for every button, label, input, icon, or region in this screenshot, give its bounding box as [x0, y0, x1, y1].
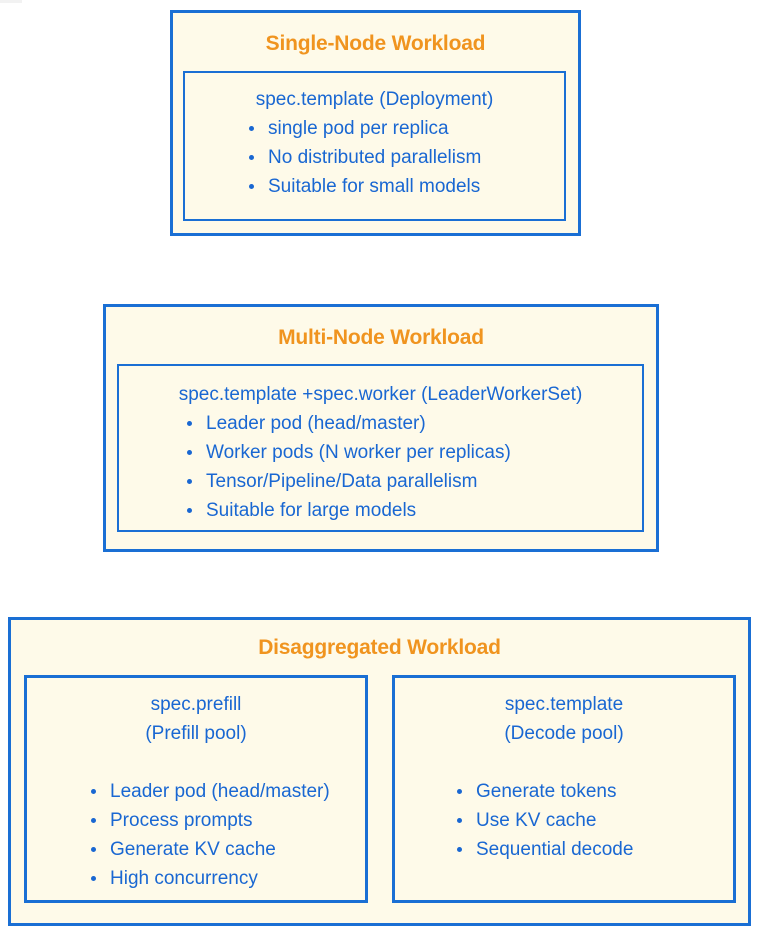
multi-node-workload-title: Multi-Node Workload	[278, 326, 484, 349]
bullet-text: No distributed parallelism	[268, 147, 482, 168]
bullet-text: Tensor/Pipeline/Data parallelism	[206, 471, 478, 492]
bullet-dot	[187, 479, 192, 484]
panel-heading: spec.template	[504, 694, 624, 715]
disaggregated-workload-box: Disaggregated Workload spec.prefill (Pre…	[8, 617, 751, 926]
bullet-item: Sequential decode	[455, 835, 733, 864]
multi-node-panel: spec.template +spec.worker (LeaderWorker…	[117, 364, 644, 532]
bullet-dot	[457, 789, 462, 794]
bullet-item: Worker pods (N worker per replicas)	[185, 438, 642, 467]
bullet-dot	[187, 450, 192, 455]
bullet-item: Suitable for large models	[185, 496, 642, 525]
bullet-list: Generate tokens Use KV cache Sequential …	[455, 777, 733, 864]
bullet-text: single pod per replica	[268, 118, 449, 139]
disaggregated-workload-title: Disaggregated Workload	[258, 636, 501, 659]
single-node-panel: spec.template (Deployment) single pod pe…	[183, 71, 566, 221]
bullet-text: Worker pods (N worker per replicas)	[206, 442, 511, 463]
panel-subheading: (Decode pool)	[504, 723, 624, 744]
bullet-dot	[249, 184, 254, 189]
bullet-dot	[187, 508, 192, 513]
bullet-item: Suitable for small models	[247, 172, 564, 201]
bullet-item: No distributed parallelism	[247, 143, 564, 172]
single-node-workload-title: Single-Node Workload	[265, 32, 486, 55]
bullet-text: Process prompts	[110, 810, 253, 831]
bullet-item: Generate KV cache	[89, 835, 365, 864]
bullet-dot	[249, 155, 254, 160]
panel-heading: spec.template (Deployment)	[255, 89, 494, 110]
bullet-list: Leader pod (head/master) Process prompts…	[89, 777, 365, 893]
bullet-list: single pod per replica No distributed pa…	[247, 114, 564, 201]
bullet-text: Generate tokens	[476, 781, 617, 802]
multi-node-workload-box: Multi-Node Workload spec.template +spec.…	[103, 304, 659, 552]
bullet-text: Sequential decode	[476, 839, 634, 860]
bullet-item: Use KV cache	[455, 806, 733, 835]
panel-heading: spec.template +spec.worker (LeaderWorker…	[178, 384, 583, 405]
bullet-item: Tensor/Pipeline/Data parallelism	[185, 467, 642, 496]
single-node-workload-box: Single-Node Workload spec.template (Depl…	[170, 10, 581, 236]
panel-heading: spec.prefill	[150, 694, 242, 715]
bullet-dot	[187, 421, 192, 426]
bullet-dot	[91, 847, 96, 852]
prefill-pool-panel: spec.prefill (Prefill pool) Leader pod (…	[24, 675, 368, 903]
bullet-dot	[249, 126, 254, 131]
bullet-text: Leader pod (head/master)	[110, 781, 330, 802]
corner-artifact	[0, 0, 22, 3]
bullet-dot	[457, 847, 462, 852]
bullet-text: Generate KV cache	[110, 839, 276, 860]
bullet-text: Leader pod (head/master)	[206, 413, 426, 434]
bullet-item: single pod per replica	[247, 114, 564, 143]
bullet-item: Generate tokens	[455, 777, 733, 806]
bullet-text: High concurrency	[110, 868, 258, 889]
bullet-item: Leader pod (head/master)	[89, 777, 365, 806]
bullet-item: Leader pod (head/master)	[185, 409, 642, 438]
bullet-dot	[91, 789, 96, 794]
bullet-dot	[91, 818, 96, 823]
panel-subheading: (Prefill pool)	[145, 723, 247, 744]
bullet-dot	[457, 818, 462, 823]
bullet-list: Leader pod (head/master) Worker pods (N …	[185, 409, 642, 525]
bullet-item: Process prompts	[89, 806, 365, 835]
decode-pool-panel: spec.template (Decode pool) Generate tok…	[392, 675, 736, 903]
bullet-text: Suitable for large models	[206, 500, 417, 521]
bullet-dot	[91, 876, 96, 881]
bullet-item: High concurrency	[89, 864, 365, 893]
bullet-text: Suitable for small models	[268, 176, 481, 197]
bullet-text: Use KV cache	[476, 810, 597, 831]
